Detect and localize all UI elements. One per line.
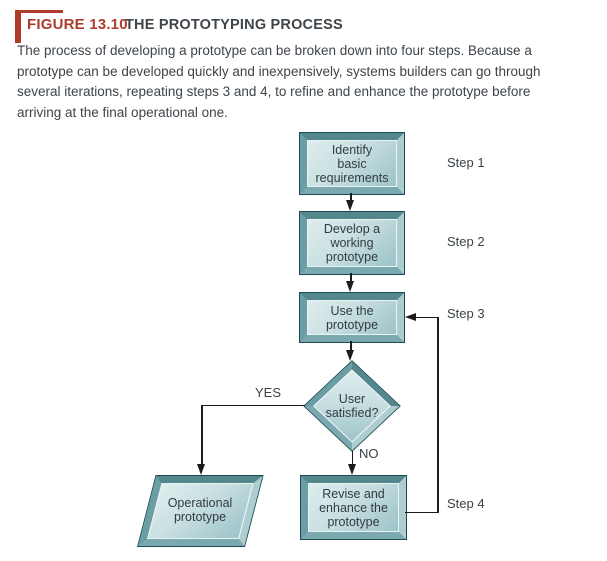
arrowhead-down [346, 200, 355, 211]
connector-decision-output-yes [201, 404, 305, 406]
arrowhead-down [346, 281, 355, 292]
node-panel: Revise and enhance the prototype [308, 483, 399, 532]
arrowhead-down [197, 464, 205, 475]
node-label: Develop a working prototype [323, 222, 381, 264]
figure-number: FIGURE 13.10 [27, 16, 128, 33]
connector-step4-step3-loop [437, 316, 439, 513]
node-label: Operational prototype [167, 496, 233, 524]
connector-step3-decision [350, 341, 352, 351]
step-4-label: Step 4 [447, 496, 485, 511]
flow-node-revise-prototype: Revise and enhance the prototype [300, 475, 407, 540]
connector-step4-step3-loop [416, 316, 439, 318]
yes-branch-label: YES [255, 385, 282, 400]
connector-decision-output-yes [201, 404, 203, 465]
figure-title: THE PROTOTYPING PROCESS [125, 16, 343, 33]
node-label: User satisfied? [325, 392, 379, 420]
no-branch-label: NO [359, 446, 379, 461]
step-1-label: Step 1 [447, 155, 485, 170]
connector-step4-step3-loop [405, 511, 439, 513]
arrowhead-down [347, 464, 356, 475]
node-label: Revise and enhance the prototype [319, 486, 388, 529]
flow-node-use-prototype: Use the prototype [299, 292, 405, 343]
flow-node-develop-prototype: Develop a working prototype [299, 211, 405, 275]
step-3-label: Step 3 [447, 306, 485, 321]
flow-node-user-satisfied: User satisfied? [303, 360, 401, 452]
node-panel: Develop a working prototype [307, 219, 397, 267]
connector-decision-step4-no [351, 451, 353, 465]
connector-step2-step3 [350, 273, 352, 282]
node-bevel: Revise and enhance the prototype [301, 476, 406, 539]
node-bevel: Identify basic requirements [300, 133, 404, 194]
node-label: Identify basic requirements [315, 142, 389, 185]
node-bevel: Use the prototype [300, 293, 404, 342]
arrowhead-left [405, 312, 416, 321]
arrowhead-down [346, 350, 355, 361]
figure-accent-bracket [15, 10, 63, 43]
node-bevel: Develop a working prototype [300, 212, 404, 274]
node-label: Use the prototype [325, 303, 379, 332]
node-panel: Identify basic requirements [307, 140, 397, 187]
flow-node-identify-requirements: Identify basic requirements [299, 132, 405, 195]
connector-step1-step2 [350, 193, 352, 201]
figure-description: The process of developing a prototype ca… [17, 43, 541, 120]
node-panel: Use the prototype [307, 300, 397, 335]
step-2-label: Step 2 [447, 234, 485, 249]
